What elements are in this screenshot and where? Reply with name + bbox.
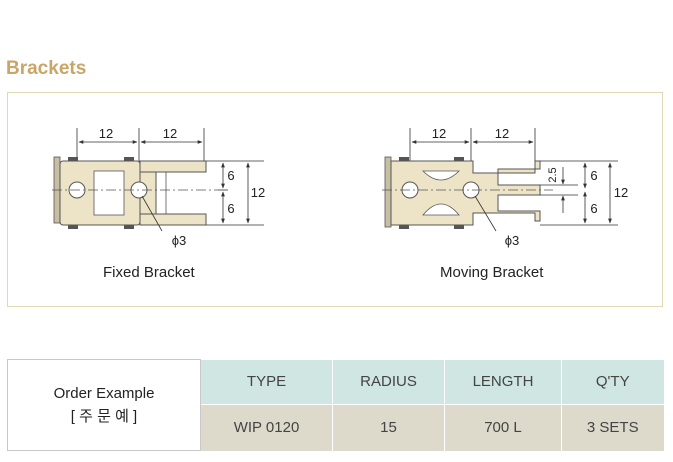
fixed-dim-half-top: 6: [227, 168, 234, 183]
value-length: 700 L: [444, 404, 562, 451]
bracket-drawings: 12 12 6 6 12 ϕ3 12 12 2.5 6 6 12 ϕ3 Fixe…: [7, 92, 663, 307]
value-qty: 3 SETS: [561, 404, 664, 451]
header-radius: RADIUS: [332, 359, 445, 405]
order-example-table: Order Example [ 주 문 예 ] TYPE RADIUS LENG…: [7, 359, 664, 451]
moving-bracket-drawing: [382, 128, 618, 232]
moving-dim-pitch-left: 12: [432, 126, 446, 141]
moving-bracket-caption: Moving Bracket: [440, 264, 544, 281]
order-example-label-kr: [ 주 문 예 ]: [70, 408, 138, 425]
moving-dim-half-top: 6: [590, 168, 597, 183]
fixed-bracket-caption: Fixed Bracket: [103, 264, 195, 281]
moving-dim-pitch-right: 12: [495, 126, 509, 141]
bracket-drawing-svg: 12 12 6 6 12 ϕ3 12 12 2.5 6 6 12 ϕ3: [52, 126, 628, 248]
order-example-label: Order Example [ 주 문 예 ]: [7, 359, 201, 451]
header-qty: Q'TY: [561, 359, 664, 405]
fixed-dim-pitch-left: 12: [99, 126, 113, 141]
fixed-dim-height: 12: [251, 185, 265, 200]
moving-hole-diameter: ϕ3: [505, 233, 520, 248]
value-type: WIP 0120: [200, 404, 333, 451]
order-value-row: WIP 0120 15 700 L 3 SETS: [8, 404, 664, 451]
moving-dim-gap: 2.5: [547, 167, 559, 182]
header-type: TYPE: [200, 359, 333, 405]
fixed-dim-pitch-right: 12: [163, 126, 177, 141]
order-header-row: Order Example [ 주 문 예 ] TYPE RADIUS LENG…: [7, 359, 664, 451]
value-radius: 15: [332, 404, 445, 451]
fixed-bracket-drawing: [52, 128, 264, 232]
fixed-hole-diameter: ϕ3: [172, 233, 187, 248]
moving-dim-height: 12: [614, 185, 628, 200]
order-example-label-en: Order Example: [53, 385, 155, 402]
fixed-dim-half-bottom: 6: [227, 201, 234, 216]
header-length: LENGTH: [444, 359, 562, 405]
moving-dim-half-bottom: 6: [590, 201, 597, 216]
section-title: Brackets: [6, 58, 87, 79]
